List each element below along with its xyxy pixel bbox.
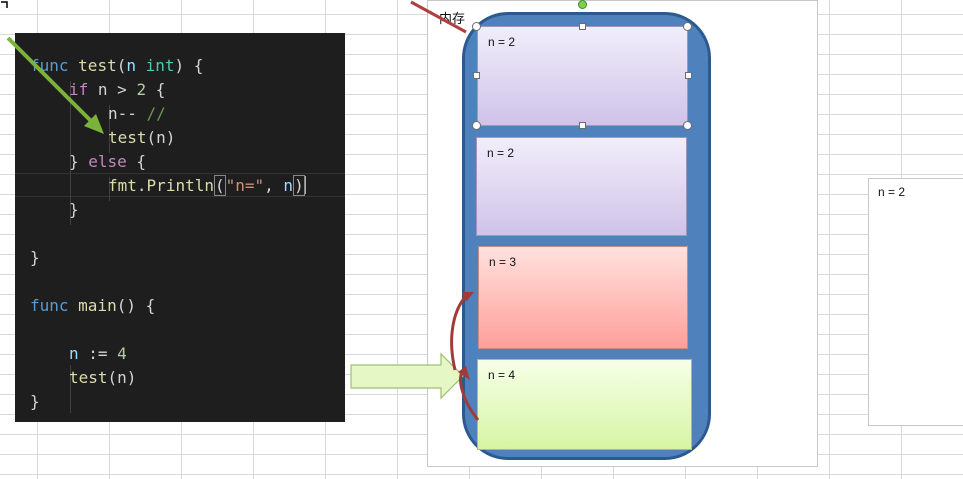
punct: }	[69, 200, 79, 219]
frame-label: n = 4	[488, 368, 516, 382]
keyword: if	[69, 80, 89, 99]
memory-title: 内存	[439, 12, 466, 27]
output-card[interactable]: n = 2	[868, 178, 963, 426]
indent-guide	[70, 81, 71, 225]
punct: (	[116, 56, 127, 75]
punct: }	[30, 248, 40, 267]
code-line-13: n := 4	[69, 342, 127, 366]
resize-handle[interactable]	[683, 22, 692, 31]
output-label: n = 2	[878, 185, 906, 199]
param-name: n	[126, 56, 136, 75]
args: (n)	[146, 128, 176, 147]
package-name: fmt	[108, 176, 137, 195]
punct: {	[146, 80, 166, 99]
code-line-7: }	[69, 198, 79, 222]
code-line-15: }	[30, 390, 40, 414]
code-line-6: fmt.Println("n=", n)	[108, 174, 306, 198]
function-name: test	[78, 56, 117, 75]
string-literal: "n="	[225, 176, 265, 195]
code-line-4: test(n)	[108, 126, 175, 150]
keyword: func	[30, 296, 69, 315]
stack-frame-1[interactable]: n = 2	[477, 26, 688, 126]
resize-handle[interactable]	[472, 22, 481, 31]
code-line-1: func test(n int) {	[30, 54, 203, 78]
current-line-highlight	[15, 173, 345, 197]
code-line-9: }	[30, 246, 40, 270]
punct: ,	[264, 176, 284, 195]
number: 2	[136, 80, 147, 99]
frame-label: n = 3	[489, 255, 517, 269]
indent-guide	[109, 105, 110, 153]
function-call: Println	[146, 176, 214, 195]
punct: {	[126, 152, 147, 171]
punct: }	[69, 152, 89, 171]
function-name: main	[78, 296, 117, 315]
keyword: func	[30, 56, 69, 75]
comment: //	[146, 104, 166, 123]
keyword: else	[88, 152, 127, 171]
space	[136, 56, 146, 75]
resize-handle[interactable]	[683, 121, 692, 130]
text-cursor	[304, 176, 306, 194]
indent-guide	[70, 365, 71, 413]
operator: :=	[78, 344, 118, 363]
statement: n--	[108, 104, 147, 123]
stack-frame-3[interactable]: n = 3	[478, 246, 688, 349]
stack-frame-2[interactable]: n = 2	[476, 137, 687, 236]
type-name: int	[145, 56, 175, 75]
code-line-3: n-- //	[108, 102, 166, 126]
paren: )	[293, 175, 305, 196]
rotate-handle[interactable]	[578, 0, 587, 9]
code-line-11: func main() {	[30, 294, 155, 318]
code-line-2: if n > 2 {	[69, 78, 165, 102]
frame-label: n = 2	[487, 146, 515, 160]
punct: () {	[116, 296, 156, 315]
punct: }	[30, 392, 40, 411]
punct: .	[136, 176, 147, 195]
code-editor[interactable]: func test(n int) { if n > 2 { n-- // tes…	[15, 33, 345, 422]
function-call: test	[108, 128, 147, 147]
code-line-14: test(n)	[69, 366, 136, 390]
resize-handle[interactable]	[579, 23, 586, 30]
indent-guide	[109, 177, 110, 201]
variable: n	[69, 344, 79, 363]
resize-handle[interactable]	[473, 72, 480, 79]
punct: ) {	[174, 56, 204, 75]
arg: n	[283, 176, 294, 195]
frame-label: n = 2	[488, 35, 516, 49]
resize-handle[interactable]	[685, 72, 692, 79]
stack-frame-4[interactable]: n = 4	[477, 359, 692, 450]
resize-handle[interactable]	[579, 122, 586, 129]
function-call: test	[69, 368, 108, 387]
args: (n)	[107, 368, 137, 387]
expr: n >	[88, 80, 137, 99]
resize-handle[interactable]	[472, 121, 481, 130]
code-line-5: } else {	[69, 150, 146, 174]
paren: (	[213, 175, 226, 196]
number: 4	[117, 344, 127, 363]
